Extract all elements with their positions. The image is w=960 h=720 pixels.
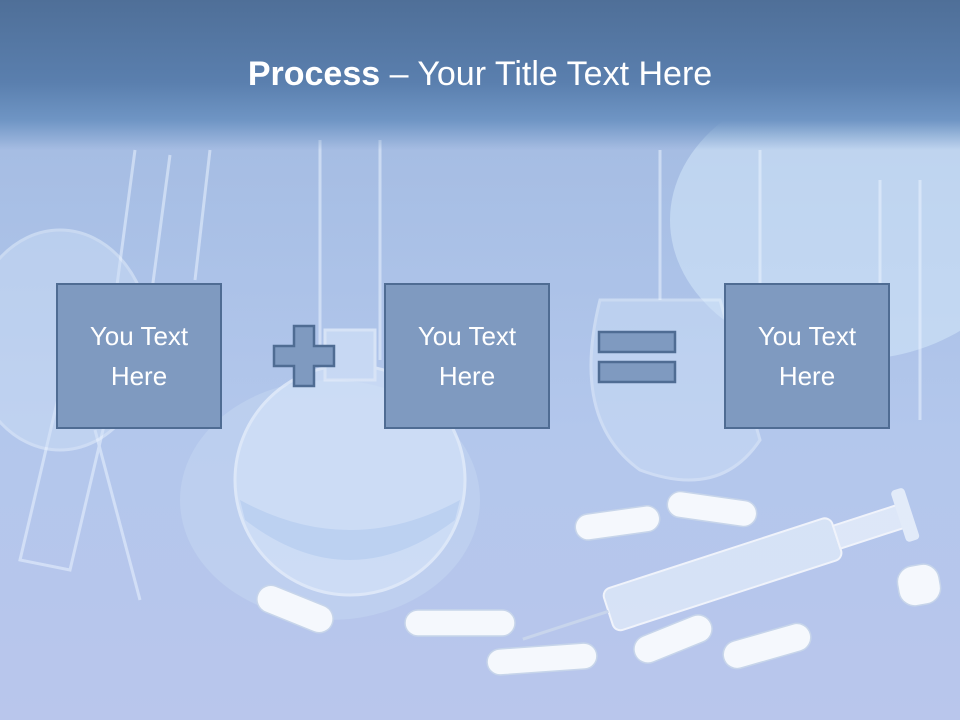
process-box-2-text: You Text Here bbox=[417, 321, 517, 391]
process-box-2: You Text Here bbox=[384, 283, 550, 429]
process-box-3: You Text Here bbox=[724, 283, 890, 429]
equals-icon bbox=[597, 330, 677, 384]
plus-icon bbox=[272, 324, 336, 388]
process-box-3-text: You Text Here bbox=[757, 321, 857, 391]
process-box-1-text: You Text Here bbox=[89, 321, 189, 391]
title-rest-part: – Your Title Text Here bbox=[380, 55, 713, 93]
title-bold-part: Process bbox=[247, 55, 381, 93]
title-band bbox=[0, 0, 960, 150]
slide-title: Process – Your Title Text Here bbox=[0, 52, 960, 96]
process-box-1: You Text Here bbox=[56, 283, 222, 429]
